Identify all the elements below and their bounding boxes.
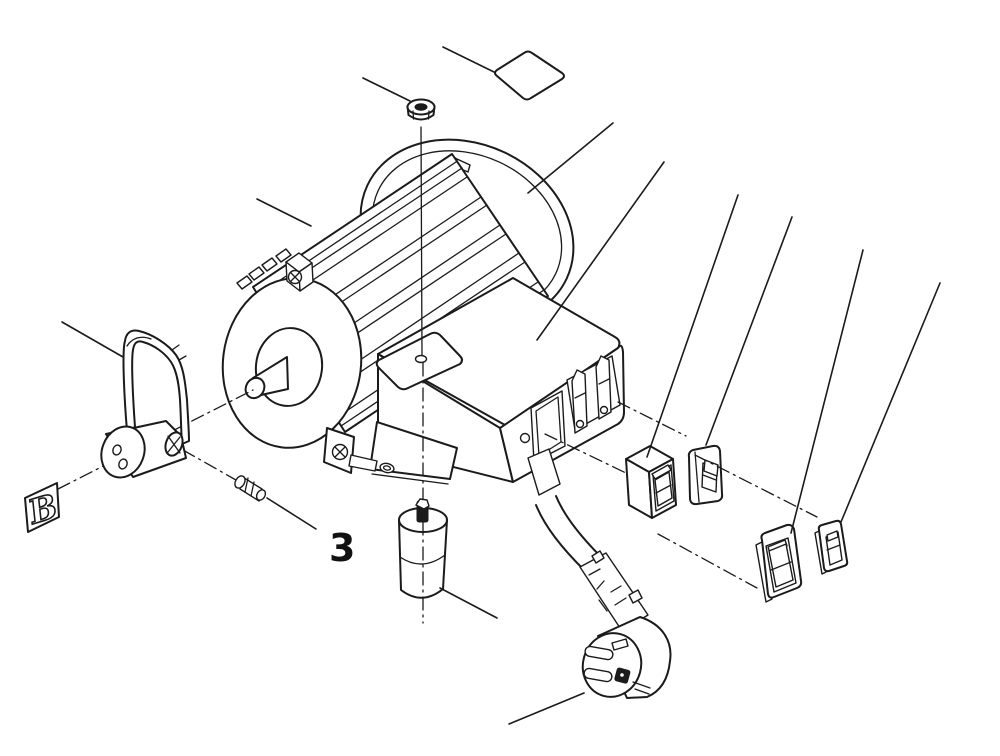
rocker-switch-small-1 [687, 444, 724, 506]
detail-label-b: B [22, 482, 63, 533]
power-plug [581, 616, 672, 699]
rocker-switch-small-2 [814, 519, 849, 575]
mounting-feet [323, 331, 463, 485]
leader-lines [61, 46, 941, 725]
lug-block [285, 252, 314, 292]
motor-assembly [221, 138, 575, 449]
rocker-switch-large-2 [755, 523, 803, 603]
rocker-switch-large-1 [625, 445, 677, 519]
pin-bushing [234, 475, 267, 502]
pin-axis-centerline [182, 449, 237, 481]
plug-pin [584, 645, 614, 661]
strain-relief [579, 550, 649, 632]
box-screw-icon [519, 432, 531, 444]
hub-pin-cross-icon [167, 435, 181, 454]
handle-lever [100, 329, 190, 479]
switch-centerlines [544, 401, 818, 589]
name-plate [494, 50, 565, 101]
earth-clip-icon [632, 681, 651, 695]
box-window [530, 390, 566, 463]
cable-outline [535, 504, 585, 571]
handle-knob-face [100, 425, 146, 479]
plug-pin [583, 667, 613, 683]
cable-stub [527, 448, 561, 496]
hex-nut [406, 98, 436, 121]
motor-front-face [221, 277, 363, 449]
clip-bracket [566, 355, 621, 434]
part-number-label: 3 [329, 526, 355, 570]
power-cord [527, 448, 672, 699]
nut-centerline [420, 126, 423, 356]
label-b-frame [24, 482, 60, 533]
view-label: B [23, 486, 62, 532]
